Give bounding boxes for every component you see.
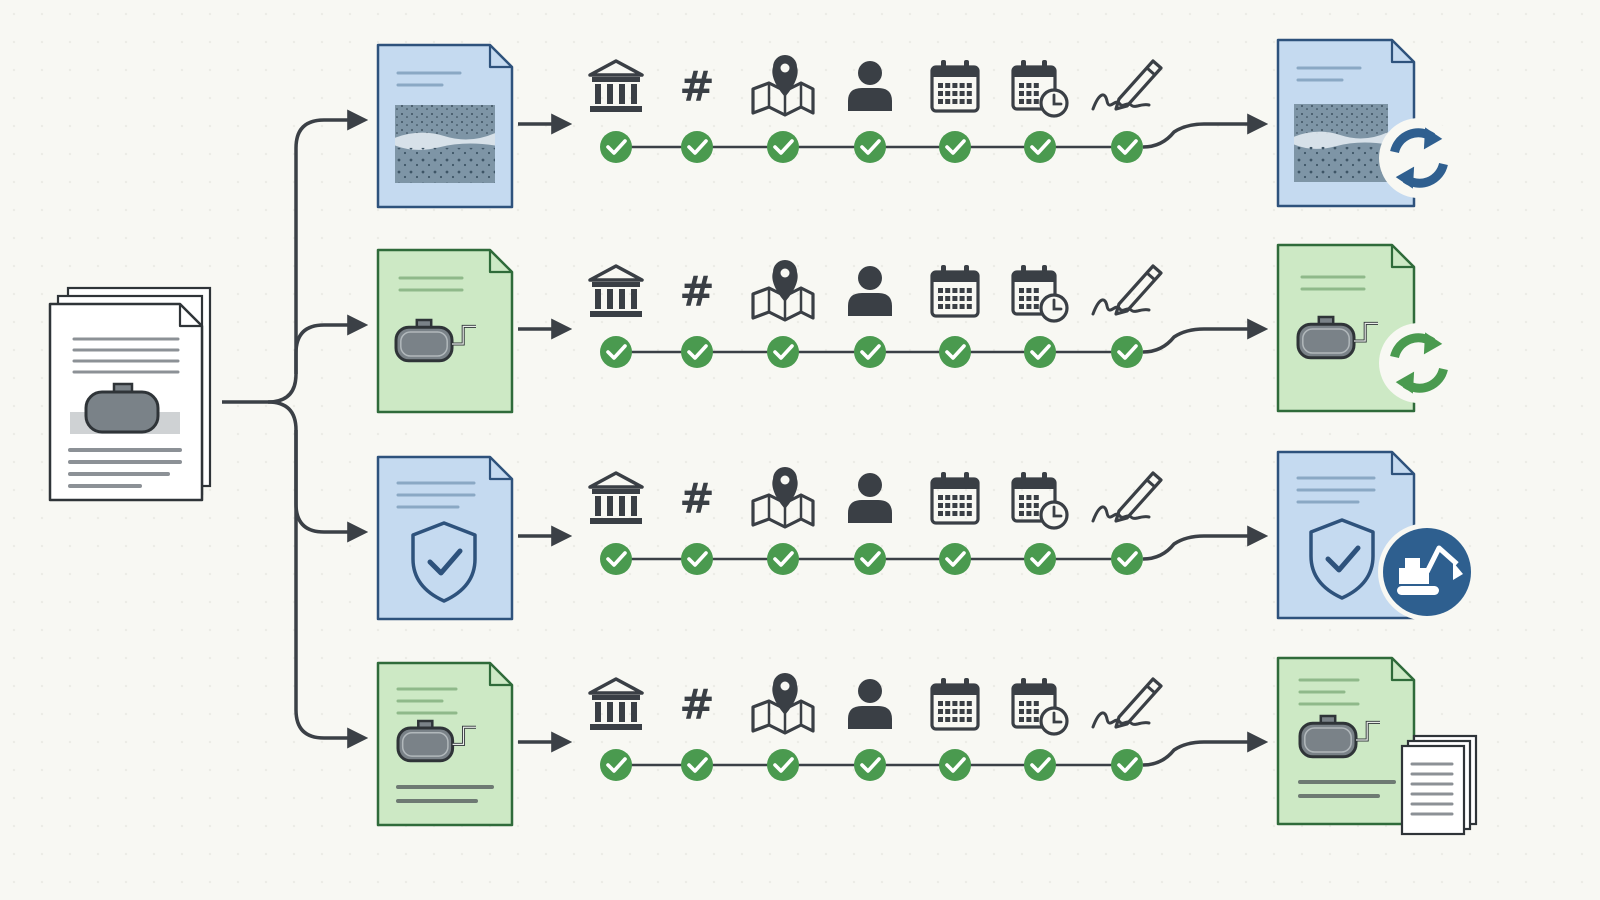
check-circle-icon bbox=[854, 543, 886, 575]
soil-layers-icon bbox=[1294, 104, 1388, 182]
calendar-clock-icon bbox=[1011, 60, 1069, 118]
workflow-rows: # # # # bbox=[376, 38, 1478, 836]
hash-icon: # bbox=[679, 62, 714, 111]
branch-arrow-3 bbox=[294, 430, 369, 543]
branch-arrow-2 bbox=[294, 314, 369, 374]
check-circle-icon bbox=[854, 749, 886, 781]
input-document bbox=[376, 248, 514, 414]
government-building-icon bbox=[588, 264, 644, 317]
government-building-icon bbox=[588, 59, 644, 112]
workflow-row-1: # bbox=[376, 38, 1459, 209]
check-circle-icon bbox=[600, 131, 632, 163]
pen-signature-icon bbox=[1091, 471, 1163, 523]
check-circle-icon bbox=[767, 336, 799, 368]
check-circle-icon bbox=[681, 131, 713, 163]
arrow-to-output bbox=[1142, 731, 1269, 767]
check-circle-icon bbox=[767, 543, 799, 575]
pen-signature-icon bbox=[1091, 264, 1163, 316]
workflow-row-4: # bbox=[376, 656, 1478, 836]
arrow-to-output bbox=[1142, 318, 1269, 354]
hash-icon: # bbox=[679, 474, 714, 523]
branch-arrow-4 bbox=[294, 430, 369, 749]
government-building-icon bbox=[588, 471, 644, 524]
hash-symbol: # bbox=[679, 474, 714, 523]
person-icon bbox=[848, 266, 892, 316]
workflow-row-2: # bbox=[376, 243, 1459, 414]
arrow-to-output bbox=[1142, 113, 1269, 149]
source-page-front bbox=[48, 302, 204, 502]
calendar-clock-icon bbox=[1011, 265, 1069, 323]
hash-icon: # bbox=[679, 267, 714, 316]
excavator-icon bbox=[1378, 523, 1476, 621]
shield-check-icon bbox=[411, 521, 477, 603]
calendar-icon bbox=[930, 60, 980, 113]
check-circle-icon bbox=[681, 749, 713, 781]
check-circle-icon bbox=[854, 131, 886, 163]
person-icon bbox=[848, 679, 892, 729]
check-circle-icon bbox=[854, 336, 886, 368]
check-circle-icon bbox=[939, 336, 971, 368]
source-document bbox=[48, 286, 212, 502]
output-document bbox=[1276, 656, 1416, 826]
storage-tank-icon bbox=[1298, 714, 1380, 759]
government-building-icon bbox=[588, 677, 644, 730]
person-icon bbox=[848, 61, 892, 111]
check-circle-icon bbox=[767, 749, 799, 781]
pen-signature-icon bbox=[1091, 677, 1163, 729]
storage-tank-icon bbox=[394, 318, 476, 363]
check-circle-icon bbox=[1024, 336, 1056, 368]
storage-tank-icon bbox=[1296, 315, 1378, 360]
pen-signature-icon bbox=[1091, 59, 1163, 111]
calendar-icon bbox=[930, 472, 980, 525]
hash-symbol: # bbox=[679, 680, 714, 729]
check-circle-icon bbox=[600, 336, 632, 368]
hash-symbol: # bbox=[679, 267, 714, 316]
hash-symbol: # bbox=[679, 62, 714, 111]
check-circle-icon bbox=[1024, 131, 1056, 163]
check-circle-icon bbox=[600, 749, 632, 781]
calendar-icon bbox=[930, 678, 980, 731]
branch-trunk-lower-join bbox=[267, 400, 298, 431]
calendar-clock-icon bbox=[1011, 678, 1069, 736]
check-circle-icon bbox=[681, 543, 713, 575]
check-circle-icon bbox=[1111, 749, 1143, 781]
branch-arrow-1 bbox=[294, 109, 369, 374]
check-circle-icon bbox=[939, 131, 971, 163]
map-pin-icon bbox=[751, 55, 815, 117]
soil-layers-icon bbox=[395, 105, 495, 183]
arrow-to-output bbox=[1142, 525, 1269, 561]
storage-tank-icon bbox=[396, 719, 476, 763]
multi-page-document-with-tank-icon bbox=[84, 382, 160, 434]
document-copies-icon bbox=[1400, 734, 1478, 836]
refresh-icon bbox=[1379, 323, 1459, 403]
person-icon bbox=[848, 473, 892, 523]
branch-trunk-upper-join bbox=[222, 373, 298, 404]
check-circle-icon bbox=[600, 543, 632, 575]
input-document bbox=[376, 661, 514, 827]
map-pin-icon bbox=[751, 467, 815, 529]
check-circle-icon bbox=[767, 131, 799, 163]
workflow-row-3: # bbox=[376, 450, 1476, 621]
check-circle-icon bbox=[1024, 543, 1056, 575]
check-circle-icon bbox=[1111, 543, 1143, 575]
branch-connectors bbox=[222, 109, 369, 749]
shield-check-icon bbox=[1309, 518, 1375, 600]
check-circle-icon bbox=[939, 543, 971, 575]
hash-icon: # bbox=[679, 680, 714, 729]
check-circle-icon bbox=[681, 336, 713, 368]
map-pin-icon bbox=[751, 673, 815, 735]
map-pin-icon bbox=[751, 260, 815, 322]
calendar-icon bbox=[930, 265, 980, 318]
input-document bbox=[376, 455, 514, 621]
refresh-icon bbox=[1379, 118, 1459, 198]
input-document bbox=[376, 43, 514, 209]
check-circle-icon bbox=[1111, 336, 1143, 368]
check-circle-icon bbox=[939, 749, 971, 781]
check-circle-icon bbox=[1024, 749, 1056, 781]
check-circle-icon bbox=[1111, 131, 1143, 163]
calendar-clock-icon bbox=[1011, 472, 1069, 530]
